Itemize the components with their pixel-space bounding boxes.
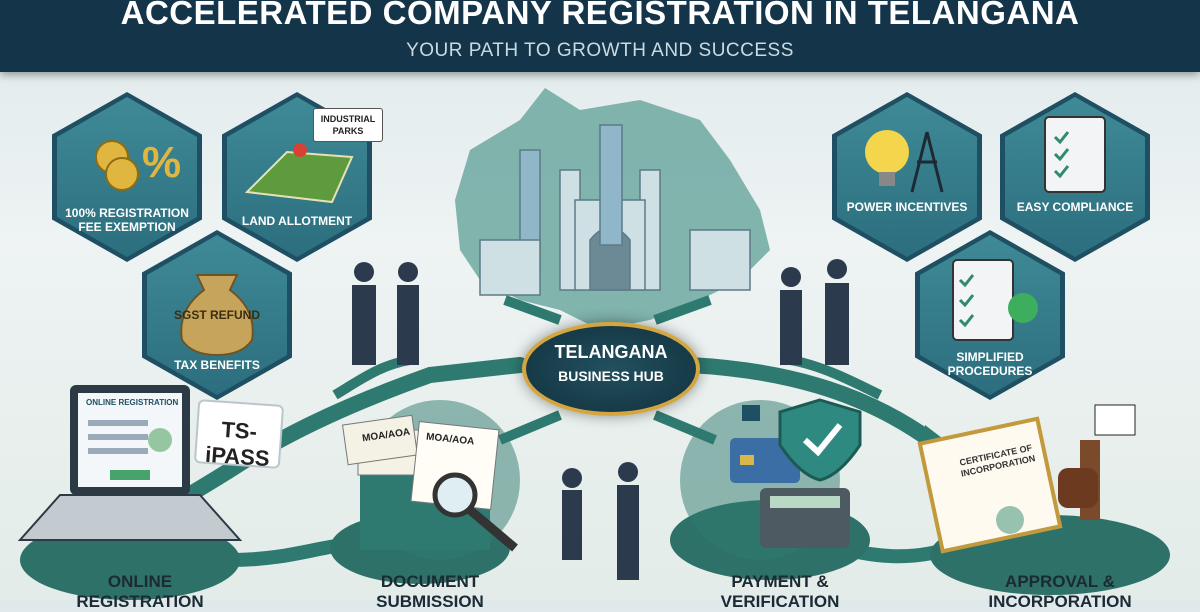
header-banner: ACCELERATED COMPANY REGISTRATION IN TELA… — [0, 0, 1200, 72]
industrial-parks-callout: INDUSTRIAL PARKS — [313, 108, 383, 142]
tspass-label: TS-iPASS — [204, 416, 271, 472]
hex-simplified-procedures: SIMPLIFIED PROCEDURES — [915, 230, 1065, 400]
step-payment-verification: PAYMENT & VERIFICATION — [720, 572, 840, 611]
hub-arrow-nw — [503, 295, 562, 325]
fee-exemption-label: 100% REGISTRATION FEE EXEMPTION — [65, 206, 189, 234]
city-skyline — [479, 124, 751, 296]
step-online-registration: ONLINE REGISTRATION — [76, 572, 204, 611]
hub-subtitle: BUSINESS HUB — [558, 368, 664, 384]
page-title: ACCELERATED COMPANY REGISTRATION IN TELA… — [120, 0, 1080, 31]
business-hub-emblem: TELANGANA BUSINESS HUB — [522, 322, 700, 416]
procedure-checklist-icon — [952, 259, 1038, 341]
tax-benefits-label: TAX BENEFITS — [174, 358, 260, 372]
certificate-props — [917, 404, 1136, 554]
right-flow-arrow — [682, 357, 938, 448]
percent-coins-icon: % — [95, 138, 181, 191]
lightbulb-tower-icon — [865, 130, 944, 193]
tspass-sign: TS-iPASS — [193, 399, 285, 471]
money-bag-icon — [180, 274, 254, 357]
business-people — [352, 259, 849, 580]
step-approval-incorporation: APPROVAL & INCORPORATION — [988, 572, 1132, 611]
document-stack — [341, 414, 518, 552]
laptop-screen-text: ONLINE REGISTRATION — [86, 398, 179, 407]
land-allotment-label: LAND ALLOTMENT — [241, 214, 353, 228]
simplified-procedures-label: SIMPLIFIED PROCEDURES — [947, 350, 1033, 378]
svg-text:%: % — [142, 138, 181, 187]
page-subtitle: YOUR PATH TO GROWTH AND SUCCESS — [406, 40, 794, 61]
power-incentives-label: POWER INCENTIVES — [846, 200, 968, 214]
land-plot-icon — [244, 143, 354, 204]
hex-tax-benefits: SGST REFUND TAX BENEFITS — [142, 230, 292, 400]
easy-compliance-label: EASY COMPLIANCE — [1016, 200, 1134, 214]
hub-arrow-ne — [653, 295, 712, 325]
payment-props — [730, 398, 862, 548]
hub-arrow-sw — [498, 410, 562, 445]
sgst-refund-label: SGST REFUND — [173, 308, 260, 322]
hub-title: TELANGANA — [554, 342, 668, 362]
checklist-clipboard-icon — [1044, 116, 1106, 193]
step-document-submission: DOCUMENT SUBMISSION — [376, 572, 484, 611]
laptop — [17, 385, 243, 541]
